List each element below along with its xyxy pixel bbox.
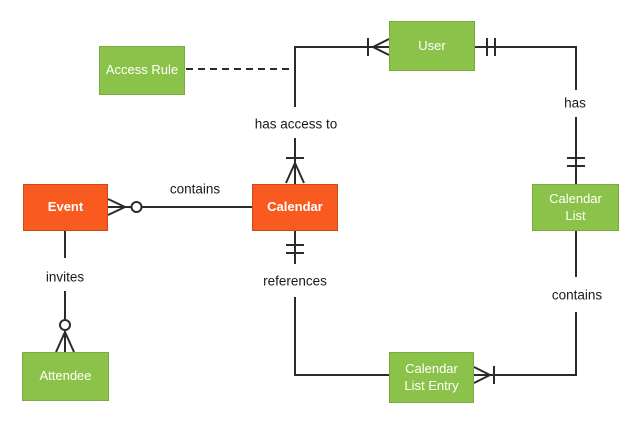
- entity-label: Attendee: [39, 368, 92, 384]
- exactly-one-double-bar-icon: [486, 38, 496, 56]
- entity-attendee[interactable]: Attendee: [22, 352, 109, 401]
- relationship-line-contains-event-calendar: [107, 198, 252, 216]
- entity-label: Event: [47, 199, 84, 215]
- relationship-line-invites: [55, 231, 75, 353]
- entity-label: User: [418, 37, 446, 53]
- zero-cardinality-circle-icon: [59, 319, 71, 331]
- relationship-label-has-access-to: has access to: [254, 116, 338, 132]
- relationship-label-has: has: [564, 95, 586, 111]
- relationship-line: [474, 231, 577, 376]
- entity-label: Calendar: [267, 199, 323, 215]
- exactly-one-double-bar-icon: [286, 244, 304, 254]
- crow-foot-many-icon: [285, 162, 305, 184]
- crow-foot-many-icon: [107, 198, 126, 216]
- relationship-line: [294, 46, 389, 184]
- entity-calendar[interactable]: Calendar: [252, 184, 338, 231]
- relationship-line-has-access-to: [285, 38, 390, 184]
- relationship-line: [475, 46, 577, 184]
- exactly-one-double-bar-icon: [567, 157, 585, 167]
- entity-user[interactable]: User: [389, 21, 475, 71]
- crow-foot-many-icon: [55, 331, 75, 353]
- relationship-label-invites: invites: [45, 269, 85, 285]
- relationship-label-references: references: [263, 273, 327, 289]
- relationship-line-has: [475, 38, 585, 184]
- relationship-label-contains-event-calendar: contains: [169, 181, 221, 197]
- relationship-label-contains-calendar-list: contains: [551, 287, 603, 303]
- relationship-line: [294, 231, 389, 376]
- entity-label: Calendar List Entry: [404, 360, 459, 393]
- entity-calendar-list[interactable]: Calendar List: [532, 184, 619, 231]
- entity-calendar-list-entry[interactable]: Calendar List Entry: [389, 352, 474, 403]
- relationship-line-references: [286, 231, 389, 376]
- crow-foot-many-icon: [372, 38, 390, 56]
- zero-cardinality-circle-icon: [130, 201, 143, 213]
- relationship-line-contains-calendar-list: [473, 231, 577, 384]
- entity-event[interactable]: Event: [23, 184, 108, 231]
- crow-foot-many-icon: [473, 366, 491, 384]
- entity-access-rule[interactable]: Access Rule: [99, 46, 185, 95]
- entity-label: Calendar List: [549, 190, 602, 223]
- entity-label: Access Rule: [105, 62, 179, 78]
